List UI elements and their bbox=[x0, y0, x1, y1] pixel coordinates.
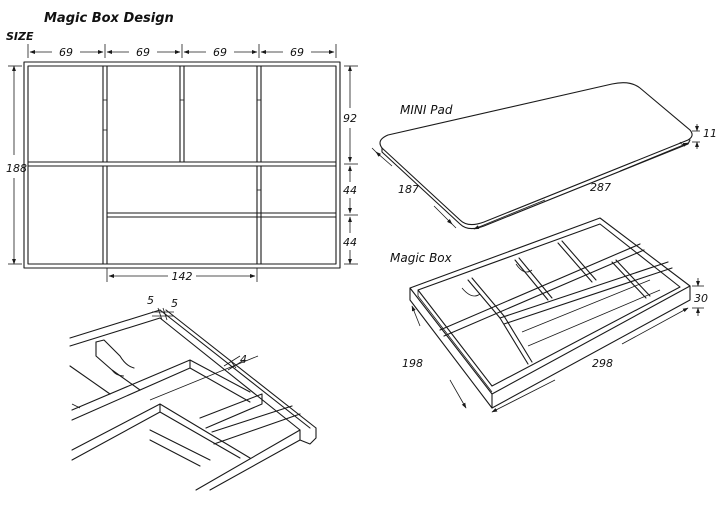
magic-box-label: Magic Box bbox=[390, 251, 453, 265]
title: Magic Box Design bbox=[44, 11, 174, 26]
size-label: SIZE bbox=[6, 30, 34, 43]
dim-col-1: 69 bbox=[59, 46, 73, 59]
mini-pad-thickness: 11 bbox=[703, 127, 717, 140]
detail-view bbox=[69, 309, 317, 491]
magic-box-width: 198 bbox=[402, 357, 423, 370]
top-dimensions: 69 69 69 69 bbox=[27, 44, 337, 59]
dim-row-3: 44 bbox=[343, 236, 357, 249]
mini-pad-length: 287 bbox=[590, 181, 611, 194]
dim-row-2: 44 bbox=[343, 184, 357, 197]
mini-pad-dimensions: 187 287 11 bbox=[371, 124, 717, 230]
mini-pad-label: MINI Pad bbox=[400, 103, 453, 117]
top-view bbox=[23, 61, 341, 269]
dim-col-4: 69 bbox=[290, 46, 304, 59]
magic-box-dimensions: 198 298 30 bbox=[402, 278, 708, 413]
detail-dimensions: 5 5 4 bbox=[147, 294, 247, 371]
mini-pad-width: 187 bbox=[398, 183, 419, 196]
magic-box-height: 30 bbox=[694, 292, 708, 305]
dim-row-1: 92 bbox=[343, 112, 357, 125]
outer-frame bbox=[23, 61, 341, 269]
detail-wall-b: 5 bbox=[171, 297, 178, 310]
dim-col-3: 69 bbox=[213, 46, 227, 59]
magic-box-length: 298 bbox=[592, 357, 613, 370]
dim-col-2: 69 bbox=[136, 46, 150, 59]
height-dimension: 188 bbox=[6, 65, 27, 265]
inner-frame bbox=[27, 65, 337, 265]
detail-divider: 4 bbox=[240, 353, 247, 366]
magic-box-iso bbox=[409, 217, 691, 409]
dim-bottom-width: 142 bbox=[172, 270, 193, 283]
detail-wall-a: 5 bbox=[147, 294, 154, 307]
bottom-dimension: 142 bbox=[106, 268, 258, 283]
dim-height: 188 bbox=[6, 162, 27, 175]
right-dimensions: 92 44 44 bbox=[343, 65, 358, 265]
